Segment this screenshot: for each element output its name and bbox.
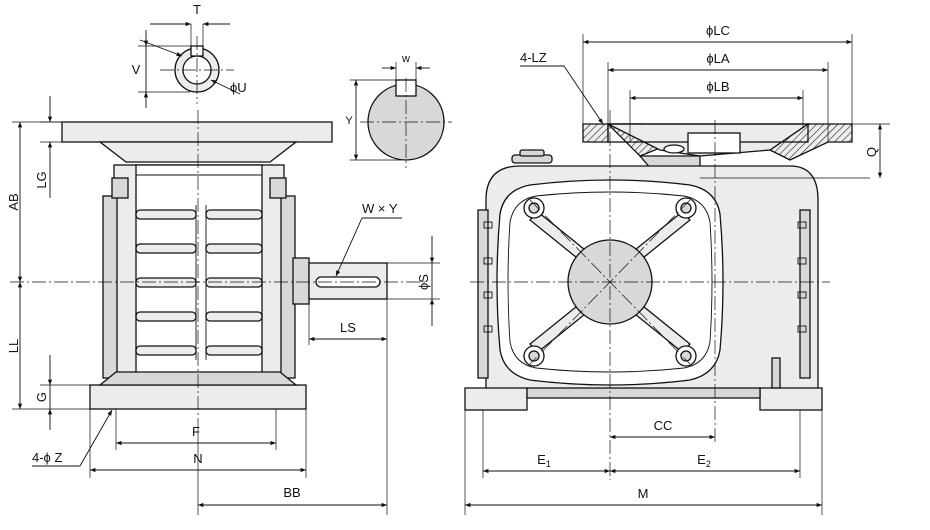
label-ll: LL — [6, 339, 21, 353]
label-cc: CC — [654, 418, 673, 433]
label-u: ϕU — [230, 80, 247, 95]
label-e1: E1 — [537, 452, 551, 469]
shaft-key-section: T V ϕU — [132, 2, 247, 108]
label-t: T — [193, 2, 201, 17]
side-view-dimensions: LG AB LL G W × Y ϕS LS F — [6, 96, 440, 515]
label-w-x-y: W × Y — [362, 201, 398, 216]
label-lz: 4-LZ — [520, 50, 547, 65]
label-bb: BB — [283, 485, 300, 500]
label-q: Q — [864, 147, 879, 157]
side-view — [10, 110, 425, 420]
label-m: M — [638, 486, 649, 501]
label-z: 4-ϕ Z — [32, 450, 62, 465]
label-la: ϕLA — [706, 51, 730, 66]
label-g: G — [34, 392, 49, 402]
front-view-dimensions: ϕLC ϕLA ϕLB 4-LZ Q CC E1 E2 M — [464, 23, 890, 515]
label-f: F — [192, 424, 200, 439]
label-y-key: Y — [345, 115, 353, 127]
label-lg: LG — [34, 171, 49, 188]
label-s: ϕS — [416, 274, 431, 290]
label-ls: LS — [340, 320, 356, 335]
front-view — [464, 110, 870, 480]
label-lb: ϕLB — [706, 79, 729, 94]
label-lc: ϕLC — [706, 23, 730, 38]
label-e2: E2 — [697, 452, 711, 469]
label-w-key: w — [401, 53, 410, 65]
keyway-section: w Y — [345, 53, 452, 168]
label-v: V — [132, 62, 141, 77]
label-ab: AB — [6, 193, 21, 210]
